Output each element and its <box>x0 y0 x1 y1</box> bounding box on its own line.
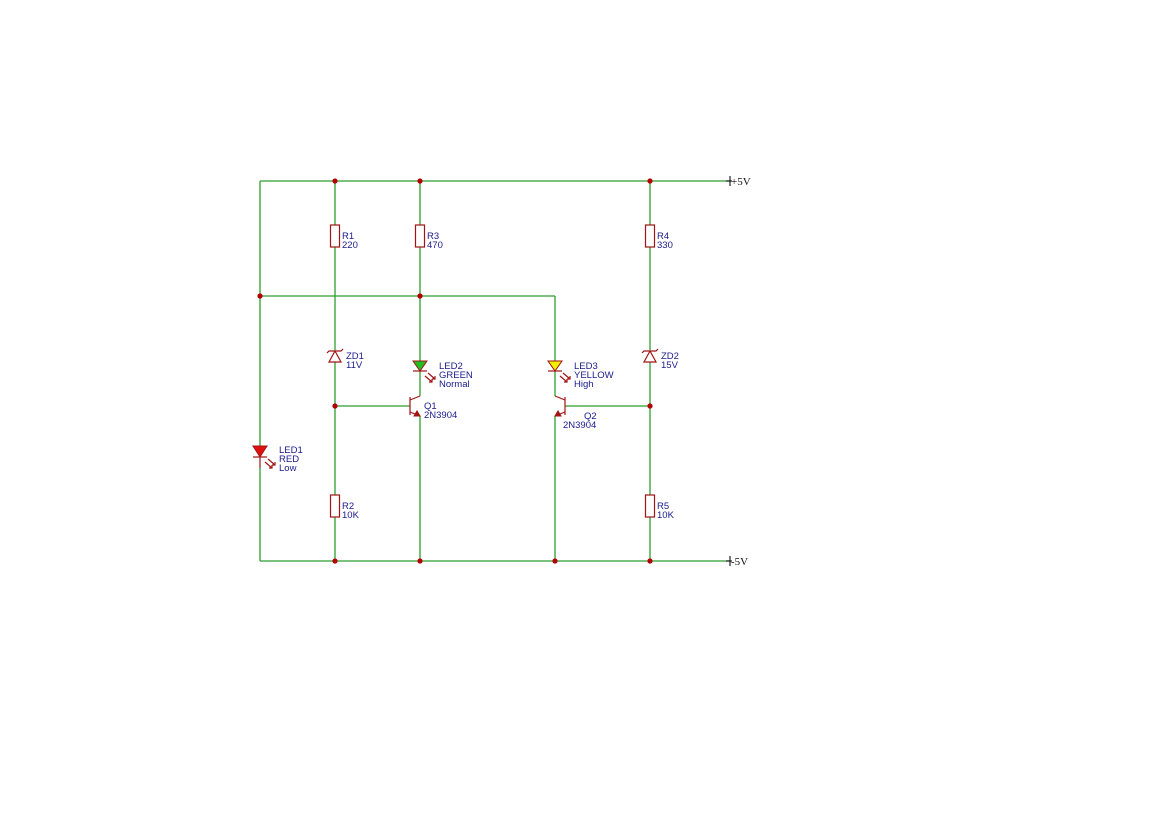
junction-dot <box>332 178 338 184</box>
led-state: High <box>574 379 594 390</box>
negative-rail-label: -5V <box>731 556 748 568</box>
resistor-value: 220 <box>342 240 358 251</box>
junction-dot <box>417 178 423 184</box>
positive-rail-label: +5V <box>731 176 751 188</box>
wires <box>259 180 730 562</box>
led-color: YELLOW <box>574 370 614 381</box>
resistor-value: 330 <box>657 240 673 251</box>
led-ref: LED2 <box>439 361 463 372</box>
zener-value: 15V <box>661 360 679 371</box>
transistor-q2: Q2 2N3904 <box>554 395 597 431</box>
transistor-part: 2N3904 <box>424 410 457 421</box>
led-color: RED <box>279 454 299 465</box>
led-ref: LED1 <box>279 445 303 456</box>
resistor-ref: R1 <box>342 231 354 242</box>
resistor-r1: R1 220 <box>329 224 358 251</box>
positive-rail-symbol: +5V <box>726 176 751 188</box>
transistor-q1: Q1 2N3904 <box>409 395 457 421</box>
transistor-ref: Q2 <box>584 411 597 422</box>
resistor-value: 10K <box>342 510 360 521</box>
junction-dot <box>257 293 263 299</box>
transistor-ref: Q1 <box>424 401 437 412</box>
led-state: Normal <box>439 379 470 390</box>
resistor-ref: R3 <box>427 231 439 242</box>
junction-dot <box>647 558 653 564</box>
resistor-r2: R2 10K <box>329 494 360 521</box>
junction-dot <box>332 558 338 564</box>
led-color: GREEN <box>439 370 473 381</box>
junction-dot <box>332 403 338 409</box>
junction-dot <box>647 178 653 184</box>
led1-red: LED1 RED Low <box>252 445 303 474</box>
led-ref: LED3 <box>574 361 598 372</box>
led-body <box>412 360 428 372</box>
resistor-value: 470 <box>427 240 443 251</box>
led-state: Low <box>279 463 297 474</box>
junction-dot <box>647 403 653 409</box>
zener-ref: ZD2 <box>661 351 679 362</box>
junctions <box>257 178 653 564</box>
junction-dot <box>552 558 558 564</box>
resistor-r4: R4 330 <box>644 224 673 251</box>
resistor-r5: R5 10K <box>644 494 675 521</box>
led2-green: LED2 GREEN Normal <box>412 360 473 390</box>
led-body <box>547 360 563 372</box>
transistor-part: 2N3904 <box>563 420 596 431</box>
resistor-ref: R5 <box>657 501 669 512</box>
led3-yellow: LED3 YELLOW High <box>547 360 614 390</box>
negative-rail-symbol: -5V <box>726 556 748 568</box>
zener-zd2: ZD2 15V <box>641 348 679 371</box>
junction-dot <box>417 558 423 564</box>
junction-dot <box>417 293 423 299</box>
led-body <box>252 445 268 458</box>
zener-value: 11V <box>346 360 363 371</box>
zener-zd1: ZD1 11V <box>326 348 364 371</box>
resistor-ref: R2 <box>342 501 354 512</box>
resistor-ref: R4 <box>657 231 669 242</box>
resistor-r3: R3 470 <box>414 224 443 251</box>
resistor-value: 10K <box>657 510 675 521</box>
zener-ref: ZD1 <box>346 351 364 362</box>
